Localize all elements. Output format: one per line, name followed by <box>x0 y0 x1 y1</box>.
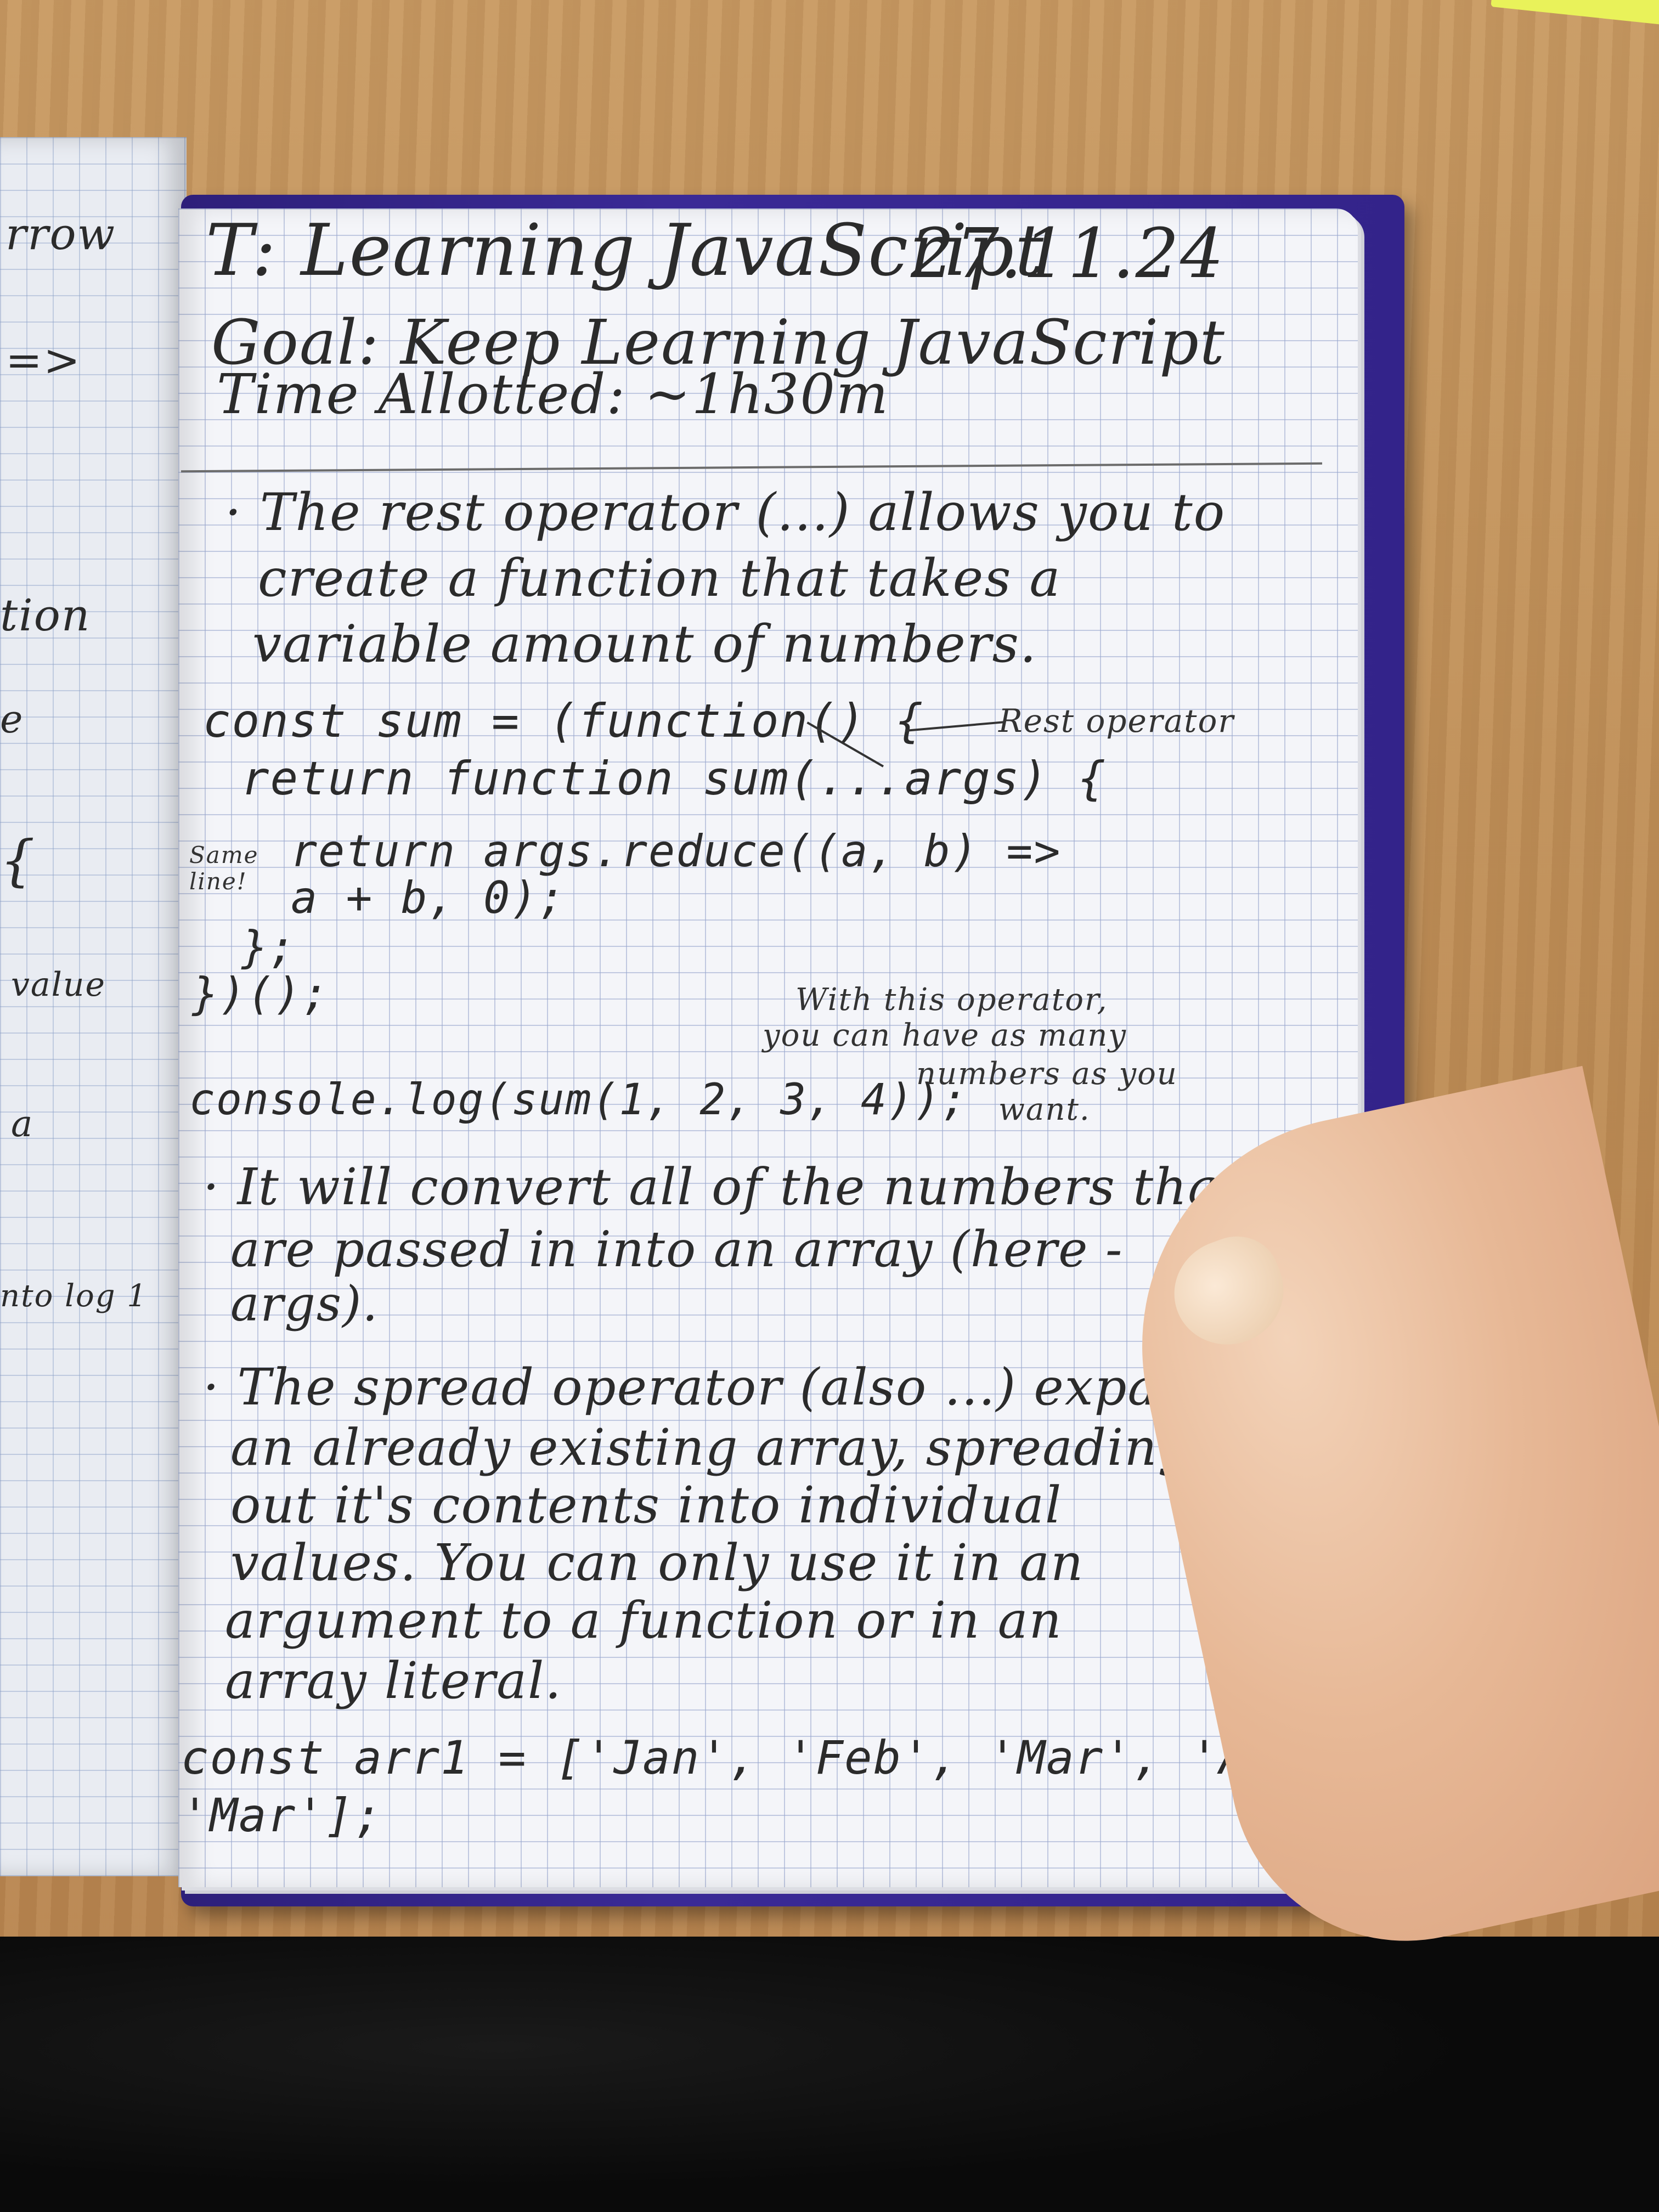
code-line: const sum = (function() { <box>203 694 924 748</box>
code-line: a + b, 0); <box>291 872 566 923</box>
annotation-operator: With this operator, <box>795 982 1108 1018</box>
code-line: })(); <box>192 968 330 1019</box>
text-line: array literal. <box>225 1651 562 1710</box>
text-line: are passed in into an array (here - <box>230 1221 1124 1278</box>
dark-fabric <box>0 1937 1659 2212</box>
note-date: 27.11.24 <box>911 214 1225 294</box>
note-time: Time Allotted: ~1h30m <box>217 362 889 426</box>
text-line: create a function that takes a <box>258 549 1062 608</box>
text-line: args). <box>230 1276 379 1332</box>
left-fragment: rrow <box>5 208 116 259</box>
left-fragment: tion <box>0 590 91 641</box>
code-line: return args.reduce((a, b) => <box>291 826 1062 877</box>
code-line: const arr1 = ['Jan', 'Feb', 'Mar', 'Apr'… <box>181 1731 1364 1785</box>
annotation-operator: you can have as many <box>763 1018 1127 1053</box>
note-goal: Goal: Keep Learning JavaScript <box>211 307 1226 379</box>
note-title: T: Learning JavaScript <box>206 208 1045 292</box>
notebook-page <box>178 208 1358 1887</box>
annotation-operator: numbers as you <box>916 1056 1178 1092</box>
left-fragment: value <box>11 966 106 1004</box>
code-line: 'Mar']; <box>181 1788 383 1842</box>
annotation-rest-operator: Rest operator <box>998 702 1235 740</box>
text-line: variable amount of numbers. <box>252 614 1037 674</box>
text-line: · The rest operator (...) allows you to <box>225 483 1226 543</box>
annotation-same-line: Same line! <box>189 842 259 895</box>
left-fragment: { <box>0 828 36 893</box>
code-line: console.log(sum(1, 2, 3, 4)); <box>189 1075 968 1125</box>
text-line: values. You can only use it in an <box>230 1533 1085 1592</box>
text-line: out it's contents into individual <box>230 1476 1063 1534</box>
text-line: · It will convert all of the numbers tha… <box>203 1158 1241 1216</box>
text-line: an already existing array, spreading <box>230 1418 1192 1477</box>
code-line: }; <box>241 922 297 973</box>
left-notebook-page <box>0 137 187 1876</box>
text-line: argument to a function or in an <box>225 1591 1063 1650</box>
annotation-operator: want. <box>998 1092 1091 1127</box>
left-fragment: e <box>0 697 24 742</box>
left-fragment: => <box>5 335 82 386</box>
text-line: · The spread operator (also ...) expands <box>203 1358 1253 1417</box>
left-fragment: a <box>11 1103 34 1145</box>
code-line: return function sum(...args) { <box>241 752 1107 805</box>
left-fragment: nto log 1 <box>0 1278 148 1314</box>
